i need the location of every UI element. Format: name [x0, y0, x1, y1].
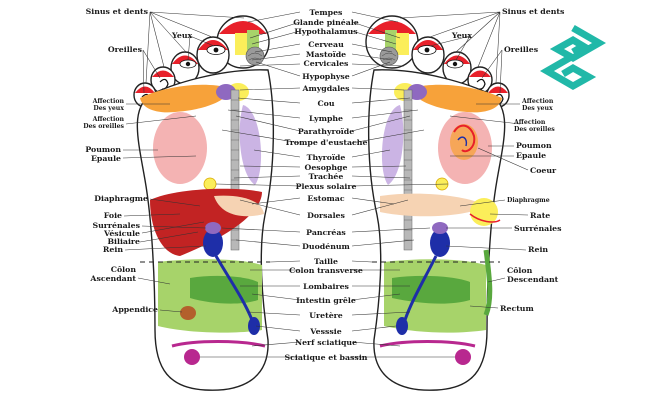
label-lymphe: Lymphe — [309, 114, 343, 123]
label-colon-left: Côlon — [111, 265, 137, 274]
label-epaule-left: Epaule — [91, 154, 121, 163]
label-oesophage: Oesophge — [305, 163, 348, 172]
label-coeur: Coeur — [530, 166, 557, 175]
label-rate: Rate — [530, 211, 550, 220]
label-amygdales: Amygdales — [301, 84, 350, 93]
label-plexus-solaire: Plexus solaire — [296, 182, 357, 191]
label-yeux-right: Yeux — [451, 31, 473, 40]
left-toes — [133, 15, 270, 108]
label-ascendant: Ascendant — [89, 274, 136, 283]
label-hypophyse: Hypophyse — [302, 72, 350, 81]
label-pancreas: Pancréas — [306, 228, 346, 237]
label-poumon-right: Poumon — [516, 141, 552, 150]
ear-icon — [476, 78, 486, 90]
left-foot — [133, 15, 275, 391]
right-labels: Sinus et dents Yeux Oreilles Affection D… — [451, 7, 565, 313]
right-foot — [365, 15, 510, 391]
label-sinus-dents-right: Sinus et dents — [502, 7, 565, 16]
label-cerveau: Cerveau — [308, 40, 344, 49]
label-affection-oreilles-right-2: Des oreilles — [514, 126, 555, 133]
label-appendice: Appendice — [111, 305, 158, 314]
label-affection-yeux-right-2: Des yeux — [522, 105, 553, 112]
label-epaule-right: Epaule — [516, 151, 546, 160]
label-affection-oreilles-left-2: Des oreilles — [83, 123, 124, 130]
logo-icon — [539, 24, 607, 91]
label-vesicule: Vésicule — [103, 229, 140, 238]
label-vessie: Vesssie — [309, 327, 341, 336]
label-oreilles-left: Oreilles — [108, 45, 143, 54]
label-hypothalamus: Hypothalamus — [294, 27, 358, 36]
label-sinus-dents-left: Sinus et dents — [86, 7, 149, 16]
label-diaphragme-right: Diaphragme — [507, 197, 550, 204]
label-rein-right: Rein — [528, 245, 548, 254]
label-affection-yeux-right-1: Affection — [521, 98, 554, 105]
label-poumon-left: Poumon — [85, 145, 121, 154]
label-biliaire: Biliaire — [107, 237, 140, 246]
label-rectum: Rectum — [500, 304, 534, 313]
label-estomac: Estomac — [307, 194, 344, 203]
label-oreilles-right: Oreilles — [504, 45, 539, 54]
label-colon-right: Côlon — [507, 266, 533, 275]
label-intestin-grele: Intestin grêle — [296, 296, 356, 305]
label-nerf-sciatique: Nerf sciatique — [295, 338, 357, 347]
label-cou: Cou — [317, 99, 334, 108]
label-glande-pineale: Glande pinéale — [293, 18, 359, 27]
label-yeux-left: Yeux — [171, 31, 193, 40]
label-uretere: Uretère — [309, 311, 343, 320]
right-spine — [403, 89, 413, 251]
label-dorsales: Dorsales — [307, 211, 345, 220]
label-trompe-eustache: Trompe d'eustache — [285, 138, 368, 147]
label-thyroide: Thyroïde — [307, 153, 346, 162]
label-taille: Taille — [314, 257, 338, 266]
label-surrenales-right: Surrénales — [514, 224, 562, 233]
label-descendant: Descendant — [507, 275, 559, 284]
label-rein-left: Rein — [103, 245, 123, 254]
label-foie: Foie — [104, 211, 122, 220]
label-cervicales: Cervicales — [304, 59, 349, 68]
label-lombaires: Lombaires — [303, 282, 349, 291]
center-labels: Tempes Glande pinéale Hypothalamus Cerve… — [285, 8, 368, 362]
label-duodenum: Duodénum — [302, 242, 350, 251]
label-affection-yeux-left-2: Des yeux — [93, 105, 124, 112]
label-trachee: Trachée — [309, 172, 344, 181]
leader-lines — [122, 11, 529, 358]
label-diaphragme-left: Diaphragme — [94, 194, 148, 203]
right-toes — [365, 15, 510, 108]
left-labels: Sinus et dents Yeux Oreilles Affection D… — [83, 7, 192, 314]
label-surrenales-left: Surrénales — [92, 221, 140, 230]
label-affection-yeux-left-1: Affection — [92, 98, 125, 105]
label-affection-oreilles-right-1: Affection — [513, 119, 546, 126]
heart-icon — [450, 124, 478, 160]
label-sciatique-bassin: Sciatique et bassin — [285, 353, 368, 362]
label-affection-oreilles-left-1: Affection — [92, 116, 125, 123]
label-parathyroide: Parathyroïde — [298, 127, 354, 136]
label-mastoide: Mastoïde — [306, 50, 346, 59]
label-colon-transverse: Colon transverse — [289, 266, 363, 275]
label-tempes: Tempes — [310, 8, 344, 17]
